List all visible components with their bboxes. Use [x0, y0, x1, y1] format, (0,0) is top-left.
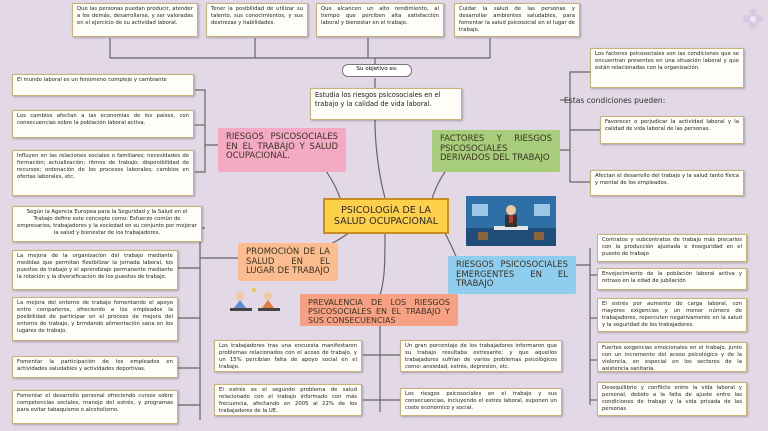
meditation-scene-image — [230, 288, 280, 311]
central-topic: PSICOLOGÍA DE LA SALUD OCUPACIONAL — [323, 198, 449, 234]
promocion-item-5: Fomentar el desarrollo personal ofrecien… — [12, 390, 178, 424]
topic-prevalencia-riesgos: PREVALENCIA DE LOS RIESGOS PSICOSOCIALES… — [300, 294, 458, 326]
emergentes-item-4: Fuertes exigencias emocionales en el tra… — [597, 342, 747, 372]
factores-conditions-label: Estas condiciones pueden: — [564, 96, 666, 105]
prevalencia-item-1: Los trabajadores tras una encuesta manif… — [214, 340, 362, 372]
riesgos-item-2: Los cambios afectan a las economías de l… — [12, 110, 194, 138]
central-topic-title: PSICOLOGÍA DE LA SALUD OCUPACIONAL — [333, 204, 439, 228]
emergentes-item-1: Contratos y subcontratos de trabajo más … — [597, 234, 747, 262]
office-illustration — [466, 196, 556, 246]
prevalencia-item-4: Los riesgos psicosociales en el trabajo … — [400, 388, 562, 416]
topic-factores-riesgos: FACTORES Y RIESGOS PSICOSOCIALES DERIVAD… — [432, 130, 560, 172]
objective-item-3: Que alcancen un alto rendimiento, al tie… — [316, 3, 444, 37]
riesgos-item-3: Influyen en las relaciones sociales o fa… — [12, 150, 194, 196]
promocion-item-2: La mejora de la organización del trabajo… — [12, 250, 178, 290]
promocion-item-3: La mejora del entorno de trabajo fomenta… — [12, 297, 178, 341]
promocion-item-1: Según la Agencia Europea para la Segurid… — [12, 206, 202, 242]
prevalencia-item-3: Un gran porcentaje de los trabajadores i… — [400, 340, 562, 372]
office-scene-image — [466, 196, 556, 246]
prevalencia-item-2: El estrés es el segundo problema de salu… — [214, 384, 362, 416]
objective-description: Estudia los riesgos psicosociales en el … — [310, 88, 462, 120]
emergentes-item-3: El estrés por aumento de carga laboral, … — [597, 298, 747, 332]
topic-riesgos-emergentes: RIESGOS PSICOSOCIALES EMERGENTES EN EL T… — [448, 256, 576, 294]
objective-pill: Su objetivo es: — [342, 64, 412, 77]
objective-item-2: Tener la posibilidad de utilizar su tale… — [206, 3, 308, 37]
meditation-illustration — [222, 286, 288, 322]
objective-item-1: Que las personas puedan producir, atende… — [72, 3, 198, 37]
promocion-item-4: Fomentar la participación de los emplead… — [12, 356, 178, 378]
factores-item-1: Favorecer o perjudicar la actividad labo… — [600, 116, 744, 144]
flower-decoration-icon — [743, 9, 763, 29]
emergentes-item-5: Desequilibrio y conflicto entre la vida … — [597, 382, 747, 416]
riesgos-item-1: El mundo laboral es un fenómeno complejo… — [12, 74, 194, 96]
topic-riesgos-psicosociales: RIESGOS PSICOSOCIALES EN EL TRABAJO Y SA… — [218, 128, 346, 172]
factores-item-2: Afectan el desarrollo del trabajo y la s… — [590, 170, 744, 196]
objective-item-4: Cuidar la salud de las personas y desarr… — [454, 3, 580, 37]
topic-promocion-salud: PROMOCIÓN DE LA SALUD EN EL LUGAR DE TRA… — [238, 243, 338, 281]
factores-intro: Los factores psicosociales son las condi… — [590, 48, 744, 88]
emergentes-item-2: Envejecimiento de la población laboral a… — [597, 268, 747, 290]
